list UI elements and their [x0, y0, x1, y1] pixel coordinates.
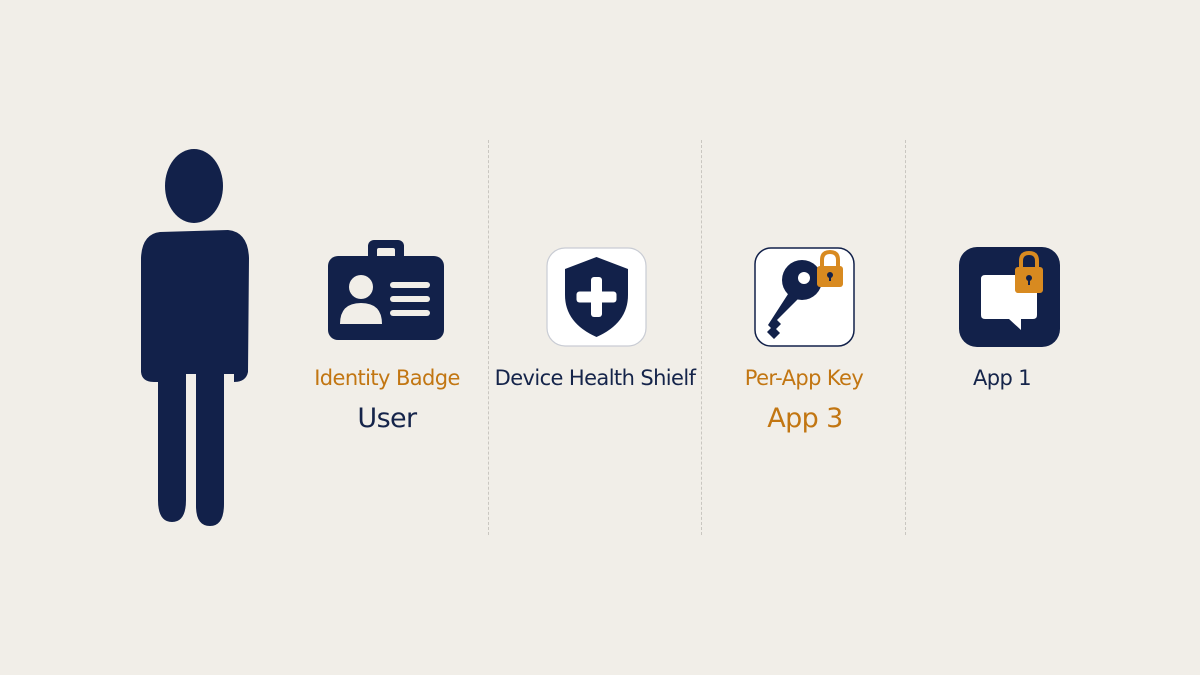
- padlock-icon: [1015, 250, 1043, 293]
- key-icon: [754, 247, 855, 347]
- identity-badge-icon: [328, 240, 444, 340]
- identity-badge-label: Identity Badge: [314, 366, 460, 390]
- user-label: User: [357, 403, 417, 434]
- divider: [905, 140, 906, 535]
- app-3-label: App 3: [767, 403, 843, 434]
- device-health-shield-label: Device Health Shielf: [494, 366, 696, 390]
- shield-plus-icon: [546, 247, 647, 347]
- per-app-key-label: Per-App Key: [744, 366, 864, 390]
- app-1-label: App 1: [972, 366, 1032, 390]
- padlock-icon: [817, 249, 843, 287]
- chat-bubble-icon: [959, 247, 1060, 347]
- person-icon: [141, 149, 249, 526]
- divider: [701, 140, 702, 535]
- divider: [488, 140, 489, 535]
